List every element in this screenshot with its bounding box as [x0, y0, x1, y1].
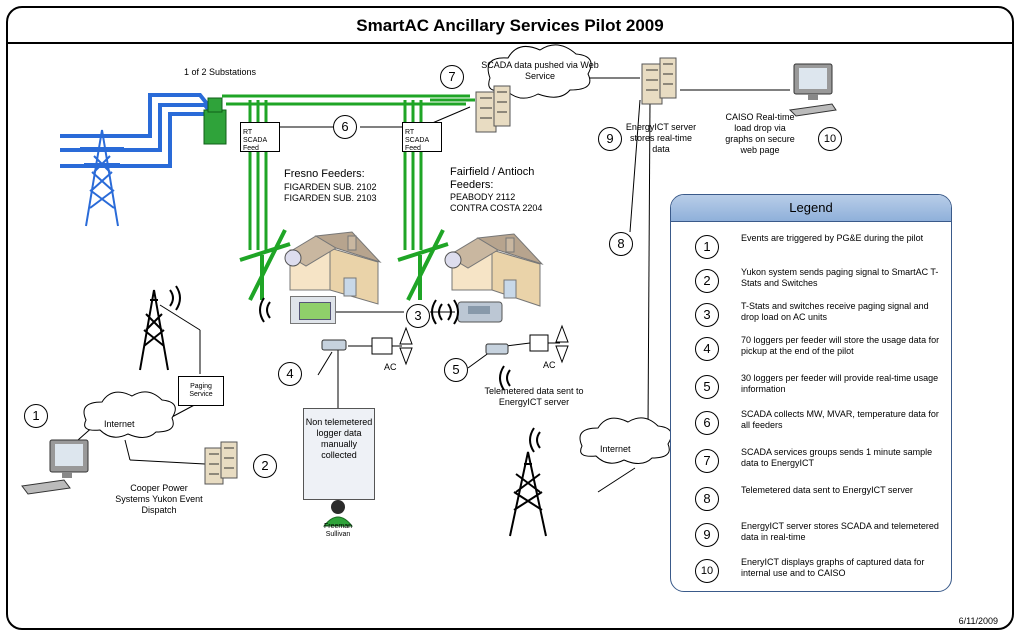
- radio-tower-icon-paging: [139, 289, 169, 371]
- diagram-title: SmartAC Ancillary Services Pilot 2009: [8, 8, 1012, 44]
- ac-label-2: AC: [543, 360, 556, 370]
- legend-item: 8 Telemetered data sent to EnergyICT ser…: [695, 485, 945, 515]
- diagram-frame: [6, 6, 1014, 630]
- internet-label-1: Internet: [104, 419, 135, 429]
- legend-item: 5 30 loggers per feeder will provide rea…: [695, 373, 945, 403]
- fresno-sub-1: FIGARDEN SUB. 2102: [284, 182, 377, 192]
- thermostat-icon: [290, 296, 336, 324]
- legend-text: 30 loggers per feeder will provide real-…: [741, 373, 939, 394]
- legend-text: SCADA services groups sends 1 minute sam…: [741, 447, 933, 468]
- fairfield-sub-1: PEABODY 2112: [450, 192, 516, 202]
- legend-number: 1: [695, 235, 719, 259]
- legend-item: 4 70 loggers per feeder will store the u…: [695, 335, 945, 365]
- cloud-icon-internet-2: [579, 417, 672, 464]
- marker-3: 3: [406, 304, 430, 328]
- marker-8: 8: [609, 232, 633, 256]
- radio-tower-icon-telemetry: [509, 451, 547, 537]
- legend-number: 9: [695, 523, 719, 547]
- legend-text: Events are triggered by PG&E during the …: [741, 233, 924, 243]
- substation-transformer-icon: [203, 97, 227, 145]
- legend-item: 3 T-Stats and switches receive paging si…: [695, 301, 945, 331]
- legend-item: 7 SCADA services groups sends 1 minute s…: [695, 447, 945, 477]
- legend-item: 6 SCADA collects MW, MVAR, temperature d…: [695, 409, 945, 439]
- legend-text: T-Stats and switches receive paging sign…: [741, 301, 929, 322]
- legend-number: 2: [695, 269, 719, 293]
- cooper-label: Cooper Power Systems Yukon Event Dispatc…: [115, 483, 203, 515]
- legend-number: 10: [695, 559, 719, 583]
- legend-text: Telemetered data sent to EnergyICT serve…: [741, 485, 913, 495]
- legend-number: 5: [695, 375, 719, 399]
- cloud-icon-scada: [487, 44, 592, 99]
- house-icon-fairfield: [447, 233, 544, 307]
- fairfield-feeders-label: Fairfield / Antioch Feeders:: [450, 166, 535, 191]
- server-icon-energyict: [641, 57, 677, 105]
- legend-number: 7: [695, 449, 719, 473]
- telemetered-sent-label: Telemetered data sent to EnergyICT serve…: [484, 386, 584, 407]
- marker-4: 4: [278, 362, 302, 386]
- marker-1: 1: [24, 404, 48, 428]
- ac-switch-icon: [457, 301, 503, 323]
- legend-number: 8: [695, 487, 719, 511]
- legend-item: 2 Yukon system sends paging signal to Sm…: [695, 267, 945, 297]
- meter-icon: [444, 251, 462, 269]
- fresno-sub-2: FIGARDEN SUB. 2103: [284, 193, 377, 203]
- transmission-tower-icon: [80, 129, 124, 227]
- legend-title: Legend: [671, 195, 951, 222]
- logger-icon-fairfield: [485, 343, 509, 355]
- ac-unit-icon-fresno: [371, 326, 413, 366]
- marker-10: 10: [818, 127, 842, 151]
- legend-number: 6: [695, 411, 719, 435]
- rt-scada-feed-box-fresno: RT SCADA Feed: [240, 122, 280, 152]
- meter-icon: [284, 249, 302, 267]
- server-icon-cooper: [204, 441, 238, 485]
- legend-item: 9 EnergyICT server stores SCADA and tele…: [695, 521, 945, 551]
- marker-7: 7: [440, 65, 464, 89]
- paging-service-box: Paging Service: [178, 376, 224, 406]
- internet-label-2: Internet: [600, 444, 631, 454]
- ac-label-1: AC: [384, 362, 397, 372]
- fresno-feeders-label: Fresno Feeders:: [284, 168, 365, 180]
- marker-9: 9: [598, 127, 622, 151]
- legend-panel: Legend 1 Events are triggered by PG&E du…: [670, 194, 952, 592]
- marker-5: 5: [444, 358, 468, 382]
- legend-text: EnergyICT server stores SCADA and teleme…: [741, 521, 939, 542]
- legend-item: 10 EneryICT displays graphs of captured …: [695, 557, 945, 587]
- diagram-date: 6/11/2009: [958, 616, 998, 626]
- logger-icon-fresno: [321, 339, 347, 351]
- person-icon: [322, 500, 354, 527]
- house-icon-fresno: [285, 231, 382, 305]
- legend-text: SCADA collects MW, MVAR, temperature dat…: [741, 409, 939, 430]
- legend-number: 3: [695, 303, 719, 327]
- legend-text: 70 loggers per feeder will store the usa…: [741, 335, 940, 356]
- ac-unit-icon-fairfield: [529, 324, 569, 364]
- non-telemetered-note: Non telemetered logger data manually col…: [303, 408, 375, 500]
- computer-icon-pge: [21, 439, 89, 495]
- caiso-label: CAISO Real-time load drop via graphs on …: [725, 112, 795, 155]
- energyict-server-label: EnergyICT server stores real-time data: [625, 122, 697, 154]
- computer-icon-caiso: [788, 63, 837, 117]
- substations-label: 1 of 2 Substations: [184, 67, 257, 77]
- legend-item: 1 Events are triggered by PG&E during th…: [695, 233, 945, 263]
- legend-number: 4: [695, 337, 719, 361]
- cloud-icon-internet-1: [83, 391, 176, 438]
- fairfield-sub-2: CONTRA COSTA 2204: [450, 203, 543, 213]
- rt-scada-feed-box-fairfield: RT SCADA Feed: [402, 122, 442, 152]
- legend-text: EneryICT displays graphs of captured dat…: [741, 557, 925, 578]
- legend-text: Yukon system sends paging signal to Smar…: [741, 267, 939, 288]
- marker-2: 2: [253, 454, 277, 478]
- scada-web-label: SCADA data pushed via Web Service: [481, 60, 599, 81]
- marker-6: 6: [333, 115, 357, 139]
- server-icon-scada: [475, 85, 511, 133]
- person-label: Freeman Sullivan: [323, 523, 352, 538]
